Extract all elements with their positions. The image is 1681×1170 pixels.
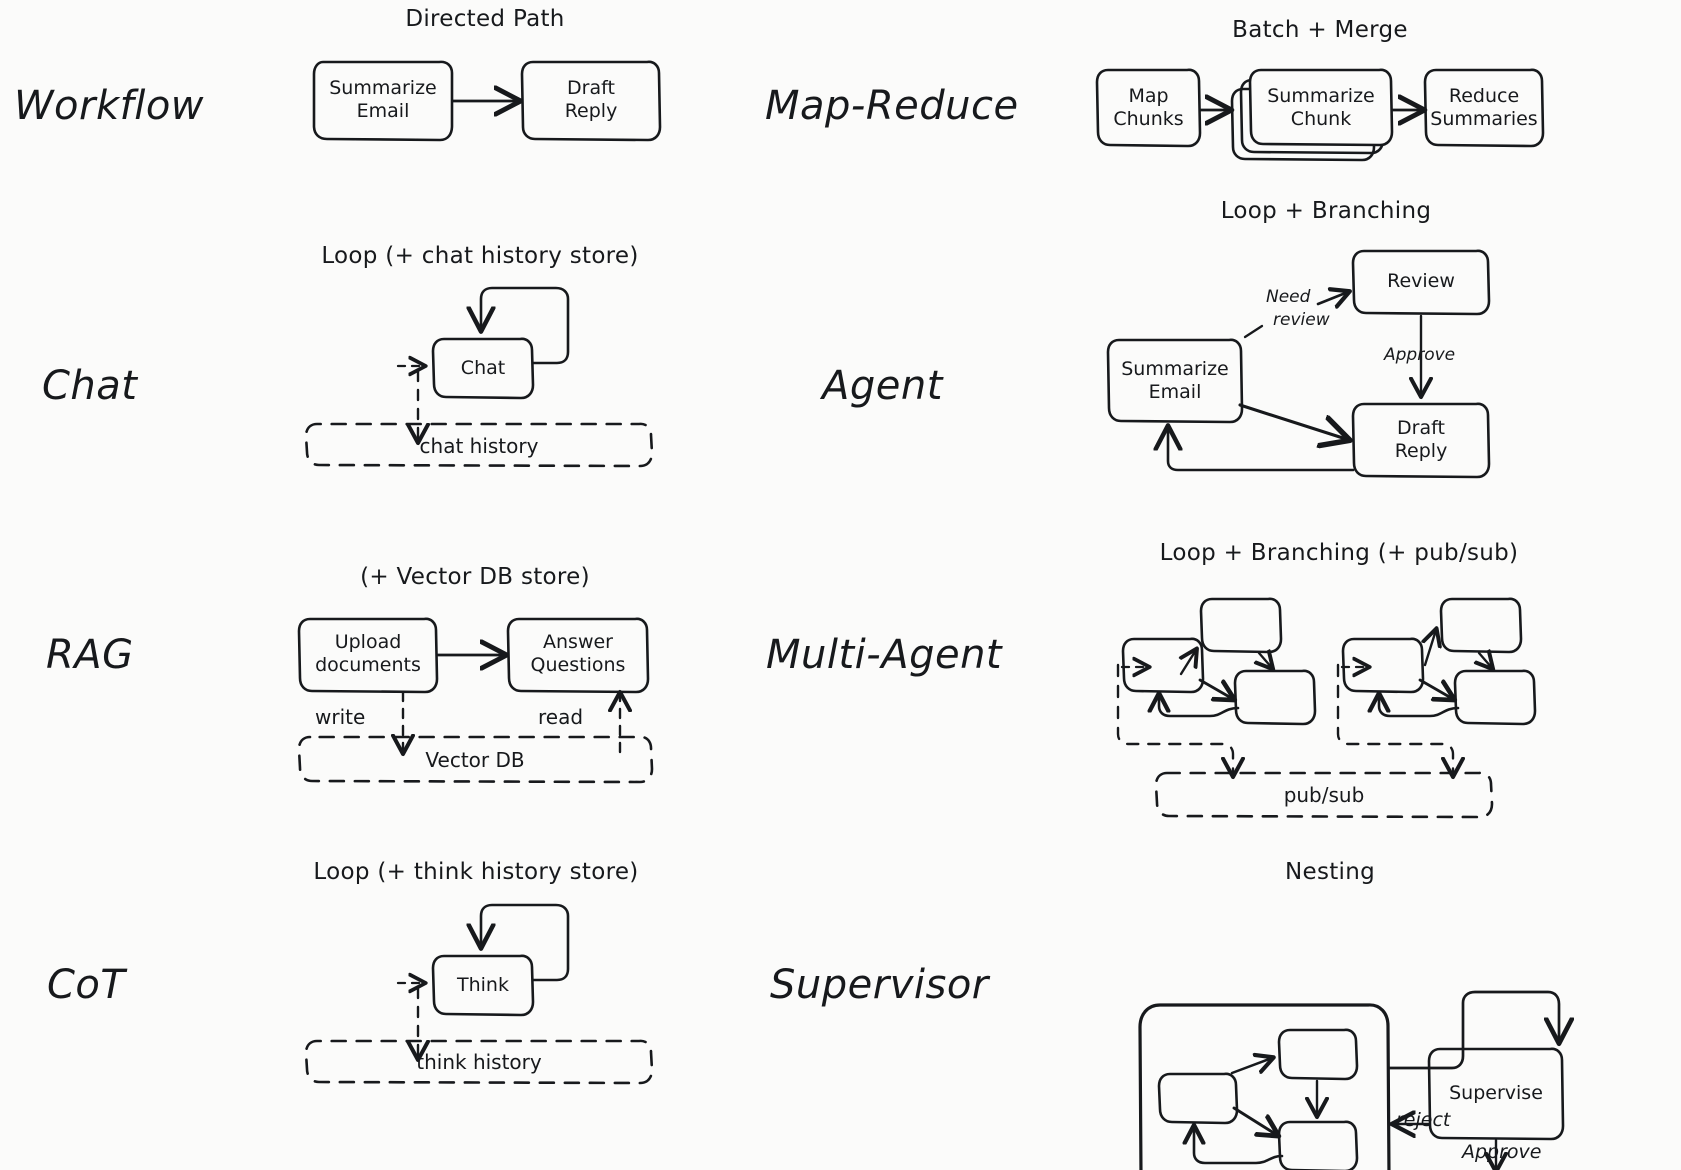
sv-inner-edge-2-3 — [1232, 1106, 1277, 1135]
multiagent-store-shape — [1154, 771, 1494, 819]
rag-edge-label-write: write — [315, 705, 366, 729]
ma-b-edge-1-2 — [1425, 630, 1436, 667]
chat-store-label: chat history — [419, 434, 539, 458]
multiagent-cluster-b — [1336, 597, 1537, 775]
rag-node-upload-documents-shape — [297, 617, 439, 694]
cot-node-shape — [431, 954, 535, 1017]
caption-loop-chat-history: Loop (+ chat history store) — [321, 243, 639, 269]
caption-loop-branching-pubsub: Loop + Branching (+ pub/sub) — [1159, 540, 1519, 566]
ma-b-node-1 — [1439, 597, 1523, 654]
supervisor-edge-label-reject: reject — [1396, 1109, 1451, 1131]
caption-nesting: Nesting — [1284, 859, 1376, 885]
ma-a-edge-1-2 — [1181, 650, 1196, 676]
rag-store-shape — [297, 735, 654, 784]
ma-b-node-2 — [1341, 637, 1425, 694]
caption-loop-branching: Loop + Branching — [1220, 198, 1432, 224]
agent-node-summarize-email-shape — [1106, 338, 1244, 424]
multiagent-cluster-a — [1116, 597, 1317, 775]
agent-edge-to-review — [1316, 292, 1348, 304]
ma-a-edge-2-3 — [1259, 653, 1272, 668]
ma-a-edge-pubsub-out — [1116, 663, 1233, 775]
sv-inner-edge-2-1 — [1230, 1058, 1272, 1075]
sv-inner-node-1 — [1277, 1028, 1359, 1081]
row-label-workflow: Workflow — [14, 83, 205, 129]
caption-directed-path: Directed Path — [405, 6, 565, 32]
ma-a-node-2 — [1121, 637, 1205, 694]
caption-batch-merge: Batch + Merge — [1232, 17, 1408, 43]
sv-inner-edge-3-2 — [1194, 1127, 1284, 1165]
rag-store-label: Vector DB — [425, 748, 525, 772]
cot-self-loop — [481, 903, 570, 982]
sv-inner-node-2 — [1157, 1072, 1239, 1125]
rag-node-answer-questions-shape — [506, 617, 650, 694]
ma-b-edge-1-3 — [1418, 678, 1453, 699]
row-label-agent: Agent — [822, 363, 943, 409]
caption-vector-db-store: (+ Vector DB store) — [360, 564, 590, 590]
cot-store-label: think history — [416, 1050, 542, 1074]
chat-node-shape — [431, 337, 535, 400]
agent-node-review-shape — [1351, 249, 1491, 316]
row-label-multi-agent: Multi-Agent — [766, 632, 1003, 678]
caption-loop-think-history: Loop (+ think history store) — [313, 859, 639, 885]
ma-a-node-1 — [1199, 597, 1283, 654]
agent-edge-to-draft — [1238, 403, 1346, 439]
agent-edge-label-approve: Approve — [1384, 345, 1456, 365]
workflow-node-draft-reply-shape — [520, 60, 662, 142]
multiagent-store-label: pub/sub — [1283, 783, 1365, 807]
row-label-cot: CoT — [47, 962, 126, 1008]
map-node-map-chunks-shape — [1095, 68, 1202, 148]
agent-edge-label-review: review — [1273, 310, 1330, 330]
ma-a-edge-1-3 — [1198, 678, 1233, 699]
map-node-reduce-summaries-shape — [1423, 68, 1545, 148]
chat-self-loop — [481, 286, 570, 365]
agent-edge-label-need: Need — [1266, 287, 1311, 307]
row-label-chat: Chat — [42, 363, 138, 409]
supervisor-edge-to-supervise — [1387, 990, 1559, 1070]
cot-store-shape — [304, 1039, 654, 1085]
supervisor-edge-label-approve: Approve — [1462, 1141, 1542, 1163]
chat-store-shape — [304, 422, 654, 468]
ma-a-node-3 — [1233, 669, 1317, 726]
agent-edge-need-review — [1243, 324, 1264, 339]
ma-b-edge-pubsub-out — [1336, 663, 1453, 775]
ma-b-node-3 — [1453, 669, 1537, 726]
agent-edge-loop-back — [1168, 429, 1355, 472]
ma-b-edge-2-3 — [1479, 653, 1492, 668]
row-label-supervisor: Supervisor — [770, 962, 989, 1008]
map-node-summarize-chunk-stack-shape — [1230, 68, 1394, 162]
supervisor-node-supervise-shape — [1427, 1047, 1565, 1141]
row-label-map-reduce: Map-Reduce — [765, 83, 1019, 129]
agent-node-draft-reply-shape — [1351, 402, 1491, 479]
ma-a-edge-3-1 — [1159, 695, 1240, 718]
rag-edge-label-read: read — [538, 705, 584, 729]
sv-inner-node-3 — [1277, 1120, 1359, 1170]
ma-b-edge-3-1 — [1379, 695, 1460, 718]
supervisor-subgraph-shape — [1138, 1003, 1391, 1170]
workflow-node-summarize-email-shape — [312, 60, 454, 142]
row-label-rag: RAG — [46, 632, 134, 678]
